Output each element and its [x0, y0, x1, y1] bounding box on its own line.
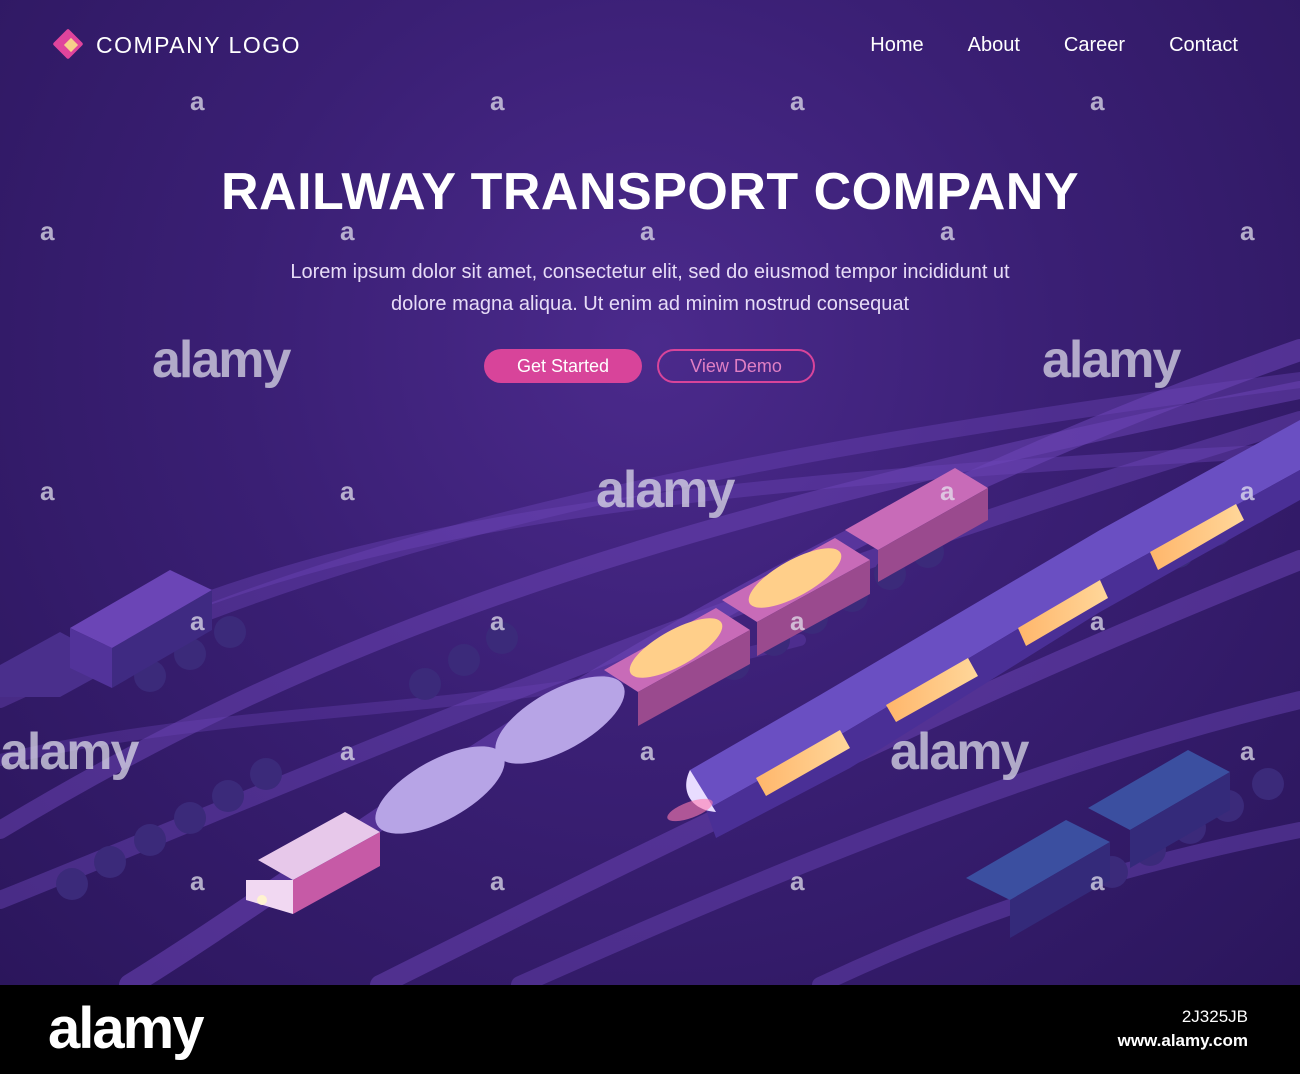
- watermark-brand: alamy: [1042, 331, 1181, 389]
- watermark-glyph: a: [940, 216, 955, 246]
- get-started-button[interactable]: Get Started: [484, 349, 642, 383]
- watermark-glyph: a: [790, 866, 805, 896]
- nav-contact[interactable]: Contact: [1169, 34, 1238, 56]
- watermark-glyph: a: [790, 86, 805, 116]
- watermark-glyph: a: [640, 736, 655, 766]
- railway-illustration: [0, 339, 1300, 985]
- hero-subtitle: Lorem ipsum dolor sit amet, consectetur …: [210, 256, 1090, 320]
- watermark-glyph: a: [1240, 216, 1255, 246]
- watermark-glyph: a: [190, 606, 205, 636]
- company-logo[interactable]: COMPANY LOGO: [52, 28, 302, 60]
- subtitle-line-2: dolore magna aliqua. Ut enim ad minim no…: [390, 293, 910, 315]
- nav-about[interactable]: About: [967, 34, 1020, 56]
- subtitle-line-1: Lorem ipsum dolor sit amet, consectetur …: [290, 261, 1010, 283]
- watermark-glyph: a: [490, 86, 505, 116]
- diamond-logo-icon: [52, 28, 84, 60]
- watermark-glyph: a: [490, 866, 505, 896]
- watermark-brand: alamy: [152, 331, 291, 389]
- watermark-glyph: a: [1240, 736, 1255, 766]
- footer-brand-logo: alamy: [48, 996, 204, 1061]
- watermark-glyph: a: [790, 606, 805, 636]
- watermark-glyph: a: [40, 216, 55, 246]
- watermark-glyph: a: [1090, 606, 1105, 636]
- footer-url: www.alamy.com: [1117, 1031, 1248, 1050]
- view-demo-button[interactable]: View Demo: [657, 349, 815, 383]
- watermark-glyph: a: [340, 216, 355, 246]
- watermark-brand: alamy: [890, 723, 1029, 781]
- parked-wagons-right: [966, 750, 1230, 938]
- page-title: RAILWAY TRANSPORT COMPANY: [220, 163, 1080, 221]
- watermark-glyph: a: [1090, 866, 1105, 896]
- watermark-glyph: a: [640, 216, 655, 246]
- watermark-brand: alamy: [596, 461, 735, 519]
- image-id: 2J325JB: [1181, 1007, 1248, 1026]
- freight-train: [246, 468, 988, 914]
- watermark-glyph: a: [40, 476, 55, 506]
- watermark-glyph: a: [1090, 86, 1105, 116]
- watermark-glyph: a: [940, 476, 955, 506]
- nav-home[interactable]: Home: [870, 34, 924, 56]
- hero-banner: COMPANY LOGO Home About Career Contact R…: [0, 0, 1300, 985]
- passenger-train: [667, 420, 1300, 838]
- nav-career[interactable]: Career: [1063, 34, 1126, 56]
- main-nav: Home About Career Contact: [870, 34, 1238, 57]
- watermark-glyph: a: [340, 736, 355, 766]
- watermark-glyph: a: [490, 606, 505, 636]
- watermark-glyph: a: [190, 86, 205, 116]
- logo-text: COMPANY LOGO: [96, 31, 302, 58]
- parked-wagons-left: [0, 570, 212, 697]
- watermark-glyph: a: [190, 866, 205, 896]
- watermark-brand: alamy: [0, 723, 139, 781]
- watermark-glyph: a: [1240, 476, 1255, 506]
- watermark-glyph: a: [340, 476, 355, 506]
- stock-footer: alamy 2J325JB www.alamy.com: [0, 985, 1300, 1074]
